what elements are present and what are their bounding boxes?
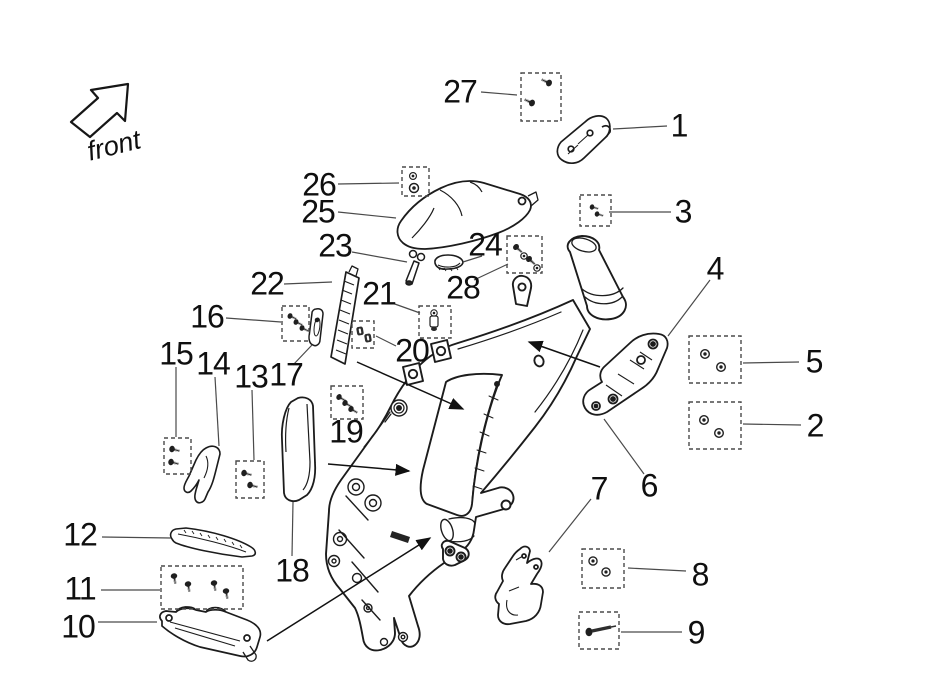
hardware-boxes <box>160 72 742 650</box>
part-1-upper-bracket <box>556 115 611 164</box>
leader-28 <box>473 263 509 281</box>
mount-arrow-skid <box>266 537 432 642</box>
hardware-box-28 <box>506 235 543 274</box>
hardware-box-15 <box>163 437 192 475</box>
leader-23 <box>351 251 408 263</box>
callout-8: 8 <box>691 556 710 593</box>
leader-25 <box>337 211 397 219</box>
callout-27: 27 <box>443 73 478 110</box>
leader-26 <box>337 182 400 185</box>
callout-18: 18 <box>275 552 310 589</box>
hardware-box-5 <box>688 335 742 384</box>
part-25-top-cover <box>396 180 539 250</box>
leader-14 <box>214 376 220 447</box>
leader-22 <box>283 281 333 285</box>
callout-28: 28 <box>446 269 481 306</box>
mount-arrows <box>266 340 601 642</box>
leader-4 <box>667 279 711 337</box>
part-10-skid-plate <box>159 606 262 662</box>
callout-9: 9 <box>687 614 706 651</box>
callout-5: 5 <box>805 343 824 380</box>
hardware-box-9 <box>578 611 620 650</box>
part-7-guard <box>494 545 544 626</box>
leader-5 <box>742 361 800 364</box>
callout-1: 1 <box>670 107 689 144</box>
hardware-box-2 <box>688 401 742 450</box>
callout-16: 16 <box>190 298 225 335</box>
leader-24 <box>462 255 483 263</box>
leader-2 <box>742 423 802 426</box>
callout-10: 10 <box>61 608 96 645</box>
leader-17 <box>292 344 313 366</box>
hardware-box-13 <box>235 460 265 499</box>
leader-16 <box>225 317 282 323</box>
hardware-box-11 <box>160 565 244 610</box>
leader-12 <box>101 536 172 539</box>
callout-14: 14 <box>196 345 231 382</box>
frame-part <box>325 235 627 652</box>
leader-21 <box>391 302 421 314</box>
hardware-box-21 <box>418 305 452 339</box>
part-23-pin <box>405 249 426 286</box>
callout-26: 26 <box>302 166 337 203</box>
callout-12: 12 <box>63 516 98 553</box>
hardware-box-27 <box>520 72 562 122</box>
leader-8 <box>627 567 687 572</box>
callout-2: 2 <box>806 407 825 444</box>
callout-23: 23 <box>318 227 353 264</box>
leader-20 <box>375 335 397 347</box>
hardware-screws <box>167 76 726 637</box>
part-18-side-cover <box>280 396 317 503</box>
leader-1 <box>612 125 668 130</box>
callout-3: 3 <box>674 193 693 230</box>
part-12-blade-strip <box>169 527 257 558</box>
part-4-6-rear-bracket <box>582 332 669 416</box>
part-22-battery-plate <box>330 265 360 365</box>
callout-17: 17 <box>269 356 304 393</box>
leader-13 <box>251 389 255 461</box>
hardware-box-3 <box>579 194 612 227</box>
leader-27 <box>480 91 518 96</box>
callout-22: 22 <box>250 265 285 302</box>
callout-25: 25 <box>301 193 336 230</box>
callout-20: 20 <box>395 332 430 369</box>
callout-21: 21 <box>362 275 397 312</box>
callout-6: 6 <box>640 467 659 504</box>
mount-arrow-cover <box>327 463 411 476</box>
leader-6 <box>603 418 645 475</box>
leader-7 <box>548 498 592 553</box>
leader-lines <box>98 91 802 633</box>
mount-arrow-plate <box>356 361 465 410</box>
part-17-pad <box>308 308 324 347</box>
callout-13: 13 <box>234 358 269 395</box>
hardware-box-16 <box>281 305 310 342</box>
callout-11: 11 <box>64 570 96 607</box>
leader-18 <box>291 501 294 557</box>
front-direction-arrow-icon <box>69 82 130 139</box>
callout-7: 7 <box>590 470 609 507</box>
callout-19: 19 <box>329 413 364 450</box>
part-14-fork-bracket <box>183 445 221 504</box>
callout-4: 4 <box>706 250 725 287</box>
hardware-box-19 <box>330 385 364 420</box>
hardware-box-20 <box>351 320 375 349</box>
callout-15: 15 <box>159 335 194 372</box>
callout-24: 24 <box>468 226 503 263</box>
mount-arrow-bracket <box>527 340 601 368</box>
hardware-box-8 <box>581 548 625 589</box>
